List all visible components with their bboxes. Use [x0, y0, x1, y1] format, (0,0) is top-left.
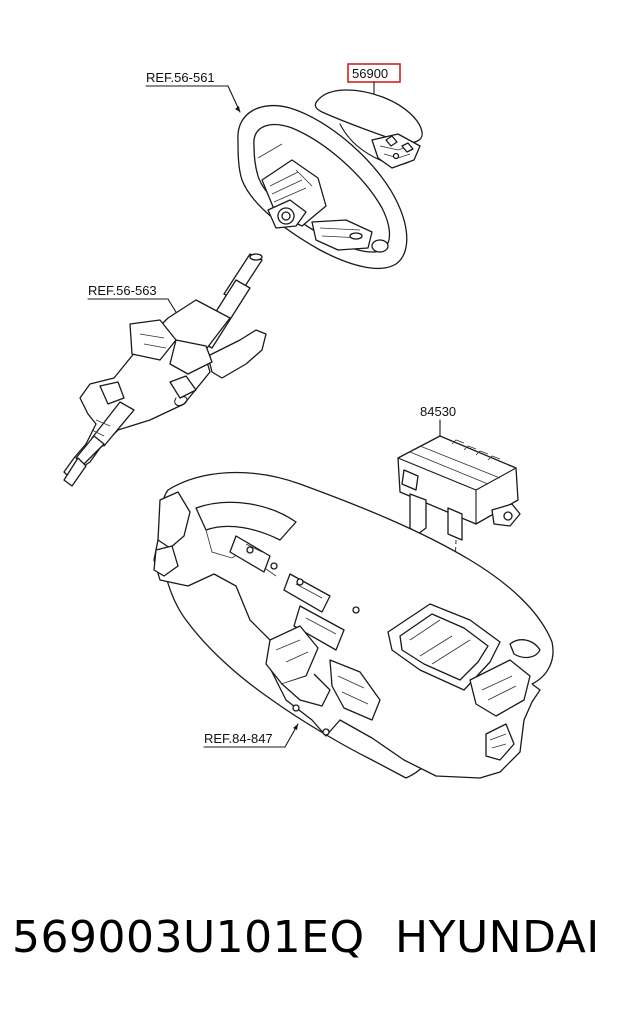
steering-column: [63, 253, 267, 487]
label-ref-56-561: REF.56-561: [146, 70, 215, 85]
label-ref-56-563: REF.56-563: [88, 283, 157, 298]
callout-56900: 56900: [347, 63, 401, 101]
callout-ref-56-563: REF.56-563: [87, 283, 183, 323]
label-ref-84-847: REF.84-847: [204, 731, 273, 746]
part-number: 569003U101EQ: [12, 912, 365, 963]
callout-84530: 84530: [420, 404, 456, 441]
crash-pad: [153, 471, 554, 779]
parts-diagram: REF.56-561 56900 REF.56-563 84530 REF.84…: [63, 63, 554, 779]
callout-ref-84-847: REF.84-847: [203, 723, 299, 748]
brand-name: HYUNDAI: [395, 912, 600, 963]
caption: 569003U101EQ HYUNDAI: [0, 912, 620, 972]
steering-wheel: [237, 104, 408, 270]
label-56900: 56900: [352, 66, 388, 81]
driver-airbag-module: [314, 89, 423, 169]
callout-ref-56-561: REF.56-561: [145, 70, 241, 113]
passenger-airbag: [397, 435, 521, 641]
label-84530: 84530: [420, 404, 456, 419]
